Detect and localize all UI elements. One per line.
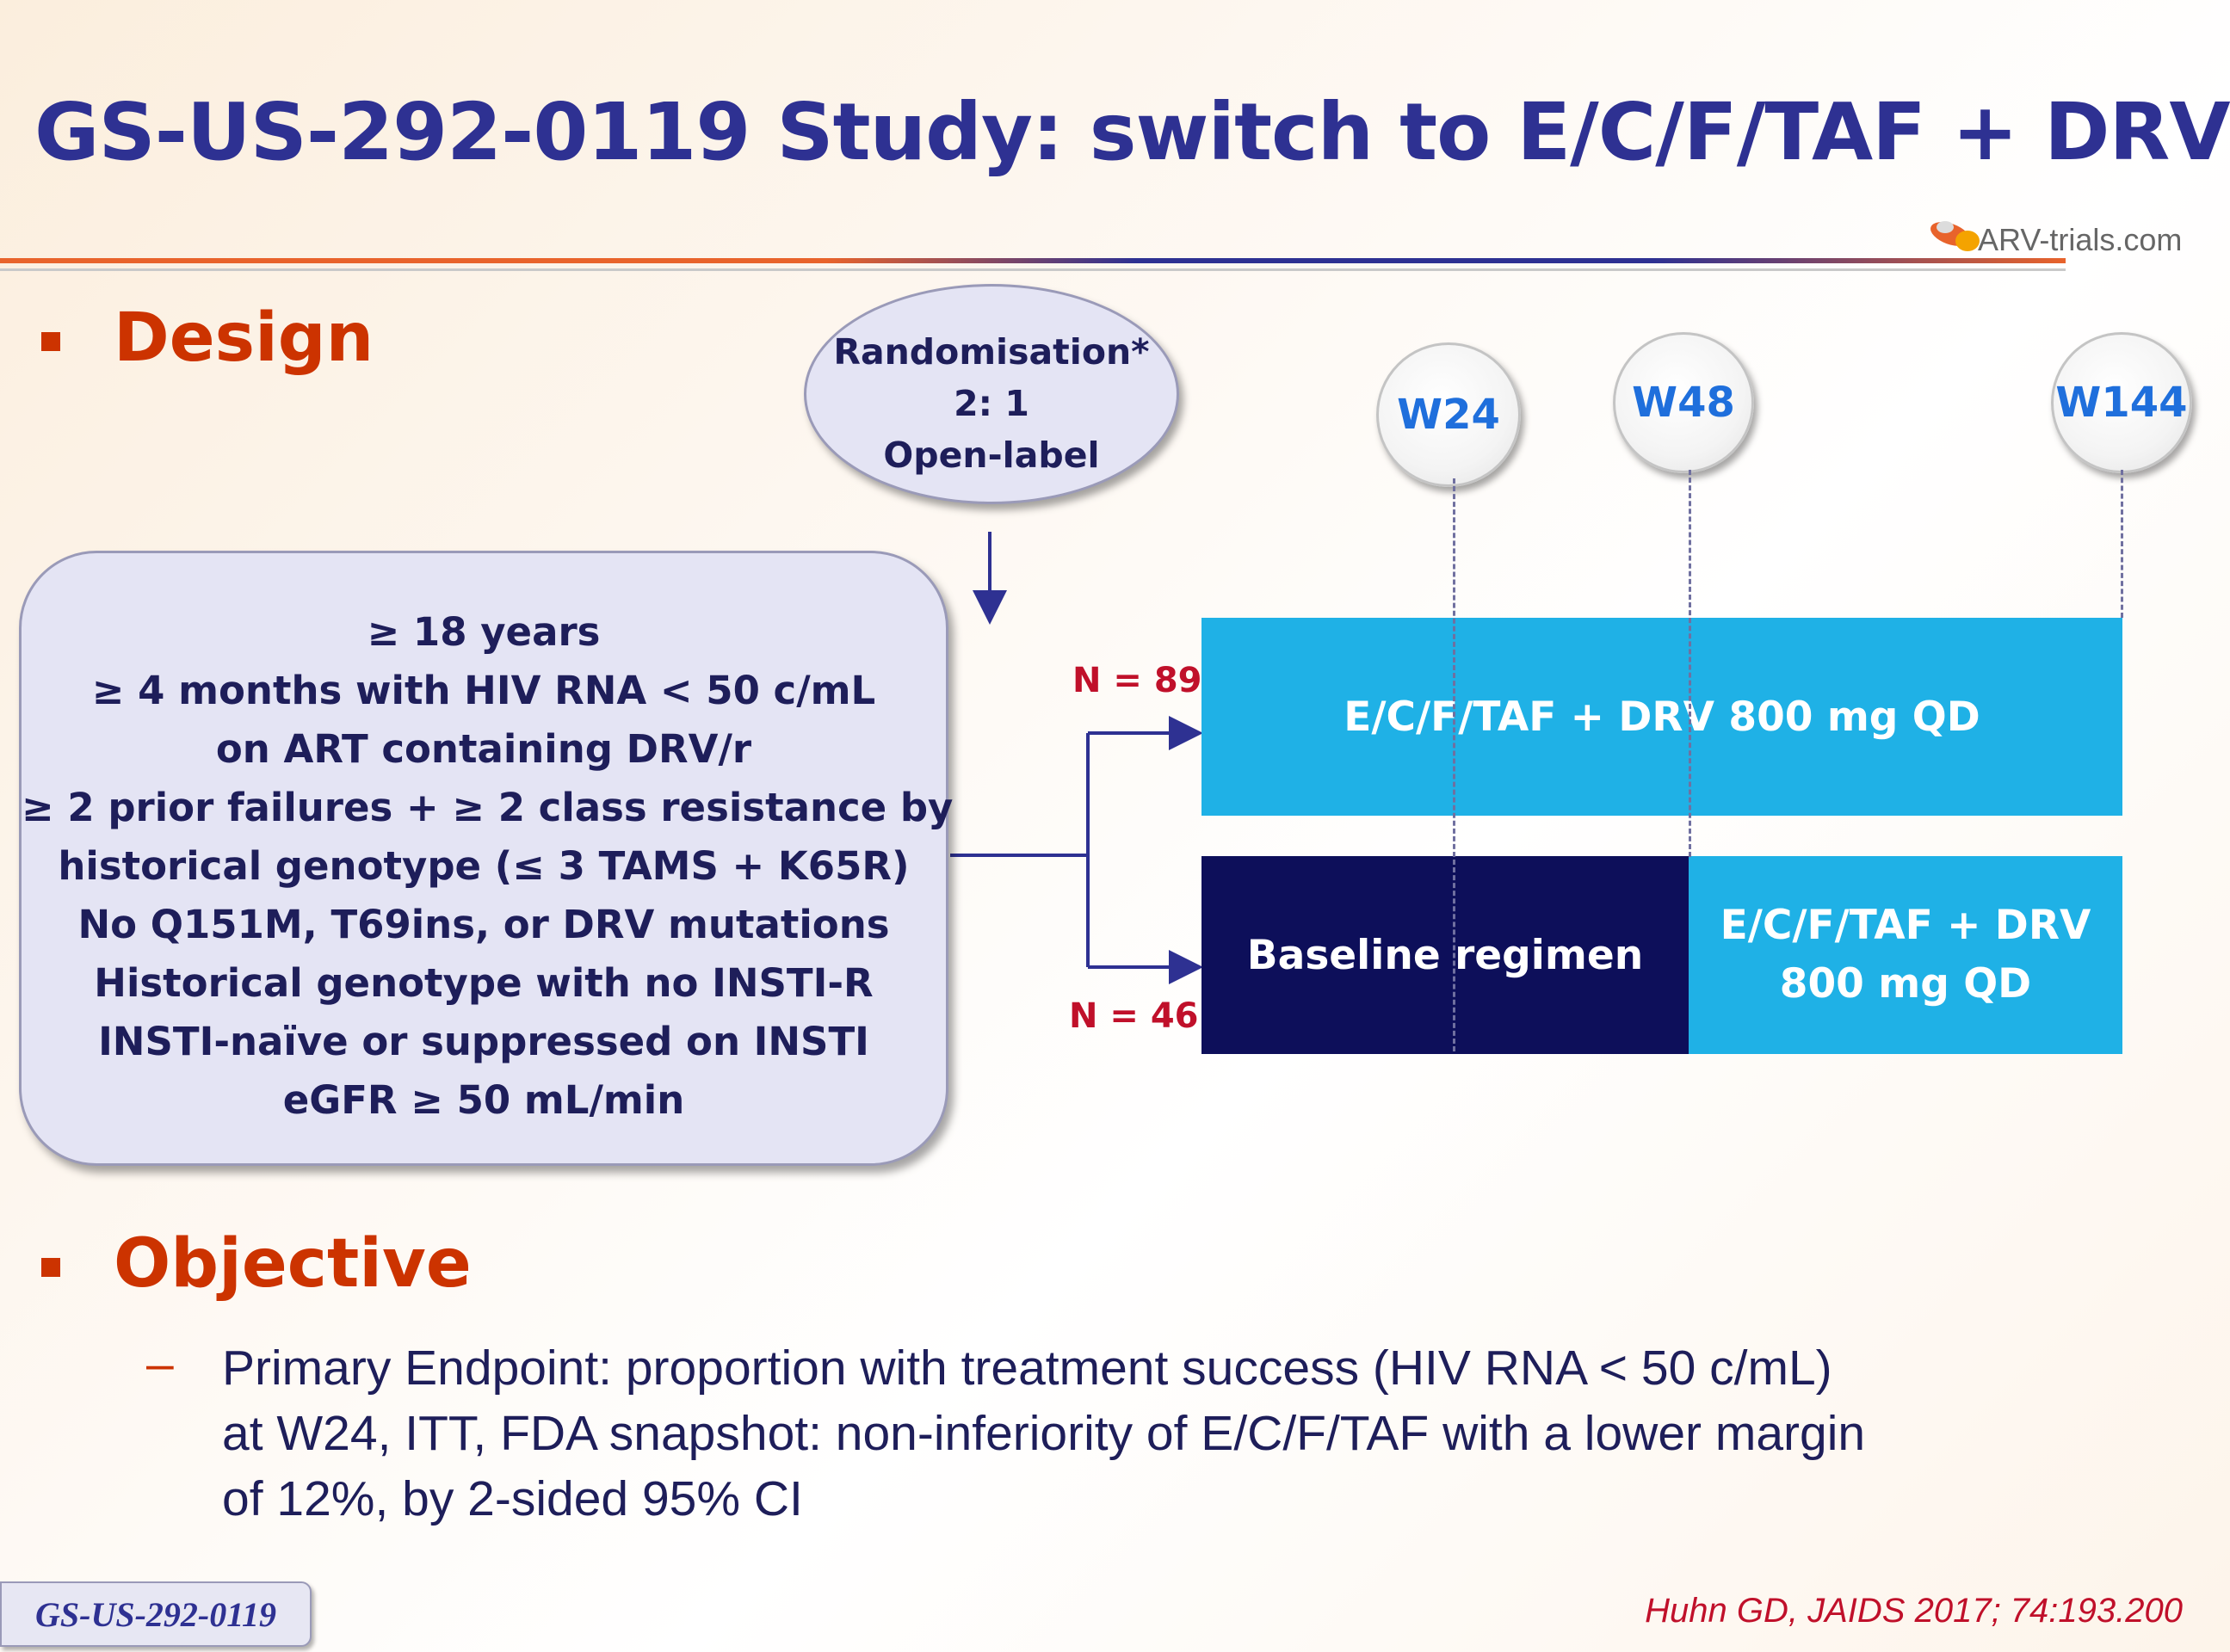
arm-2-switch-bar: E/C/F/TAF + DRV 800 mg QD — [1689, 856, 2122, 1054]
week-marker-w48: W48 — [1613, 332, 1754, 473]
randomisation-label: Randomisation* — [833, 331, 1150, 373]
week-line-w24 — [1453, 478, 1455, 1051]
arm-2-baseline-bar: Baseline regimen — [1201, 856, 1689, 1054]
arm-2-switch-label-2: 800 mg QD — [1779, 960, 2032, 1008]
logo-icon — [1930, 221, 1980, 251]
criterion-insti-r: Historical genotype with no INSTI-R — [94, 960, 874, 1006]
criterion-genotype: historical genotype (≤ 3 TAMS + K65R) — [58, 843, 910, 889]
bullet-square — [41, 1258, 60, 1277]
randomisation-open-label: Open-label — [883, 435, 1100, 476]
week-line-w48 — [1689, 470, 1691, 857]
bullet-square — [41, 332, 60, 351]
criterion-insti-naive: INSTI-naïve or suppressed on INSTI — [98, 1019, 869, 1064]
arm-2-switch-label-1: E/C/F/TAF + DRV — [1720, 902, 2091, 949]
primary-endpoint-text: Primary Endpoint: proportion with treatm… — [222, 1335, 2116, 1532]
slide-title: GS-US-292-0119 Study: switch to E/C/F/TA… — [34, 86, 2230, 178]
week-marker-w144: W144 — [2051, 332, 2192, 473]
endpoint-dash: – — [146, 1336, 174, 1391]
endpoint-line-1: Primary Endpoint: proportion with treatm… — [222, 1341, 1832, 1396]
criterion-egfr: eGFR ≥ 50 mL/min — [282, 1077, 685, 1123]
arm-2-baseline-label: Baseline regimen — [1246, 931, 1644, 979]
criterion-art: on ART containing DRV/r — [215, 726, 752, 772]
eligibility-criteria-box: ≥ 18 years ≥ 4 months with HIV RNA < 50 … — [19, 551, 954, 1166]
arm-1-bar: E/C/F/TAF + DRV 800 mg QD — [1201, 618, 2122, 816]
endpoint-line-3: of 12%, by 2-sided 95% CI — [222, 1471, 803, 1526]
arm-1-label: E/C/F/TAF + DRV 800 mg QD — [1344, 693, 1980, 741]
criterion-age: ≥ 18 years — [367, 609, 601, 655]
arm-1-n-label: N = 89 — [1072, 661, 1202, 700]
arm-2-n-label: N = 46 — [1069, 996, 1199, 1036]
criterion-prior-failures: ≥ 2 prior failures + ≥ 2 class resistanc… — [22, 785, 954, 830]
week-marker-w24: W24 — [1376, 342, 1521, 487]
criterion-no-mutations: No Q151M, T69ins, or DRV mutations — [77, 902, 890, 947]
endpoint-line-2: at W24, ITT, FDA snapshot: non-inferiori… — [222, 1406, 1866, 1461]
week-line-w144 — [2121, 470, 2123, 618]
design-heading: Design — [114, 299, 374, 377]
objective-heading: Objective — [114, 1225, 472, 1303]
logo-text: ARV-trials.com — [1978, 222, 2183, 257]
header-divider — [0, 258, 2066, 263]
study-tag: GS-US-292-0119 — [0, 1581, 312, 1647]
criterion-hiv-rna: ≥ 4 months with HIV RNA < 50 c/mL — [91, 668, 876, 713]
randomisation-ellipse: Randomisation* 2: 1 Open-label — [804, 284, 1179, 504]
citation: Huhn GD, JAIDS 2017; 74:193.200 — [1645, 1592, 2183, 1630]
randomisation-ratio: 2: 1 — [954, 383, 1029, 424]
header-divider-thin — [0, 268, 2066, 271]
